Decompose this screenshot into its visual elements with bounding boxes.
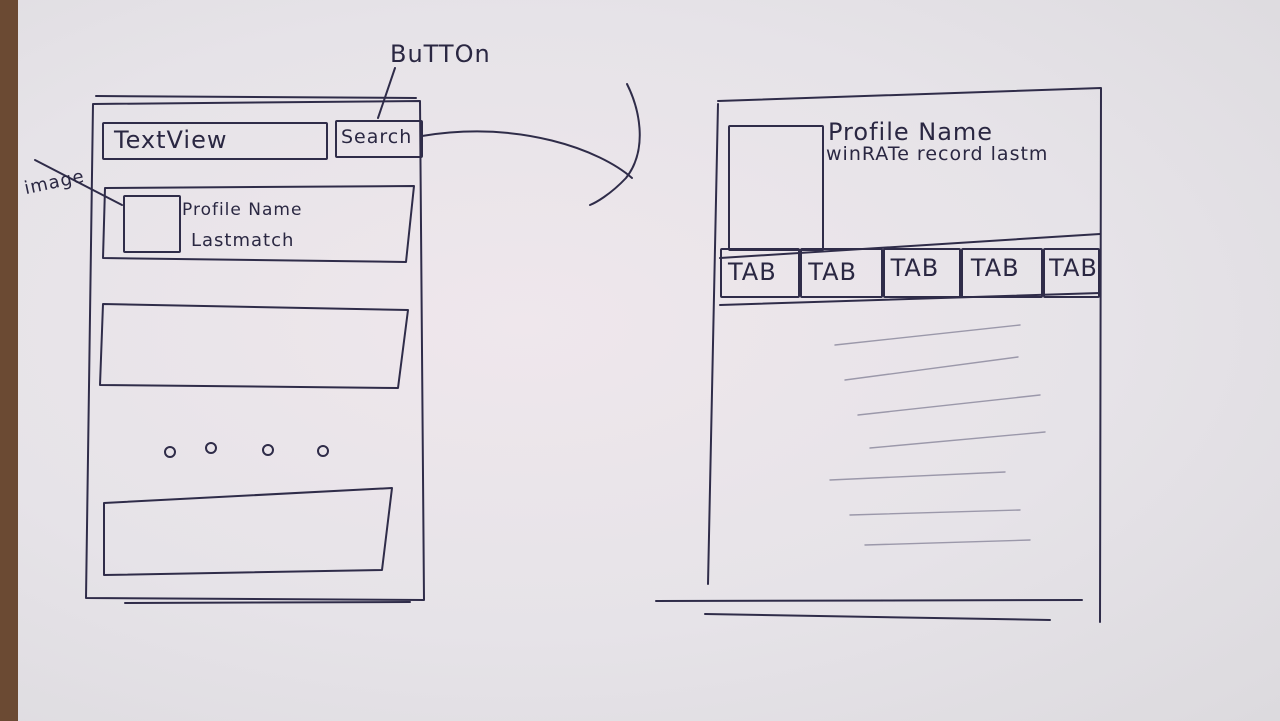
tab-4[interactable]: TAB [960,248,1044,298]
profile-card-name: Profile Name [182,200,303,220]
profile-card-last-match: Lastmatch [191,230,295,251]
search-button[interactable]: Search [335,120,423,158]
tab-label: TAB [970,254,1020,282]
textview-label: TextView [114,126,228,154]
list-item[interactable] [106,497,388,571]
tab-1[interactable]: TAB [720,248,801,298]
profile-name: Profile Name [828,118,994,146]
search-button-label: Search [341,126,413,148]
tab-3[interactable]: TAB [882,248,961,298]
profile-image [728,125,824,251]
profile-stats: winRATe record lastm [826,143,1049,165]
tab-label: TAB [1049,254,1098,282]
tab-label: TAB [728,258,777,286]
list-item[interactable] [104,307,404,385]
tab-2[interactable]: TAB [800,248,883,298]
tab-label: TAB [808,258,857,286]
profile-card-image [123,195,181,253]
tab-label: TAB [890,254,940,282]
textview-field[interactable]: TextView [102,122,328,160]
tab-5[interactable]: TAB [1043,248,1100,298]
tab-bar: TAB TAB TAB TAB TAB [720,248,1100,300]
button-annotation: BuTTOn [390,40,491,68]
